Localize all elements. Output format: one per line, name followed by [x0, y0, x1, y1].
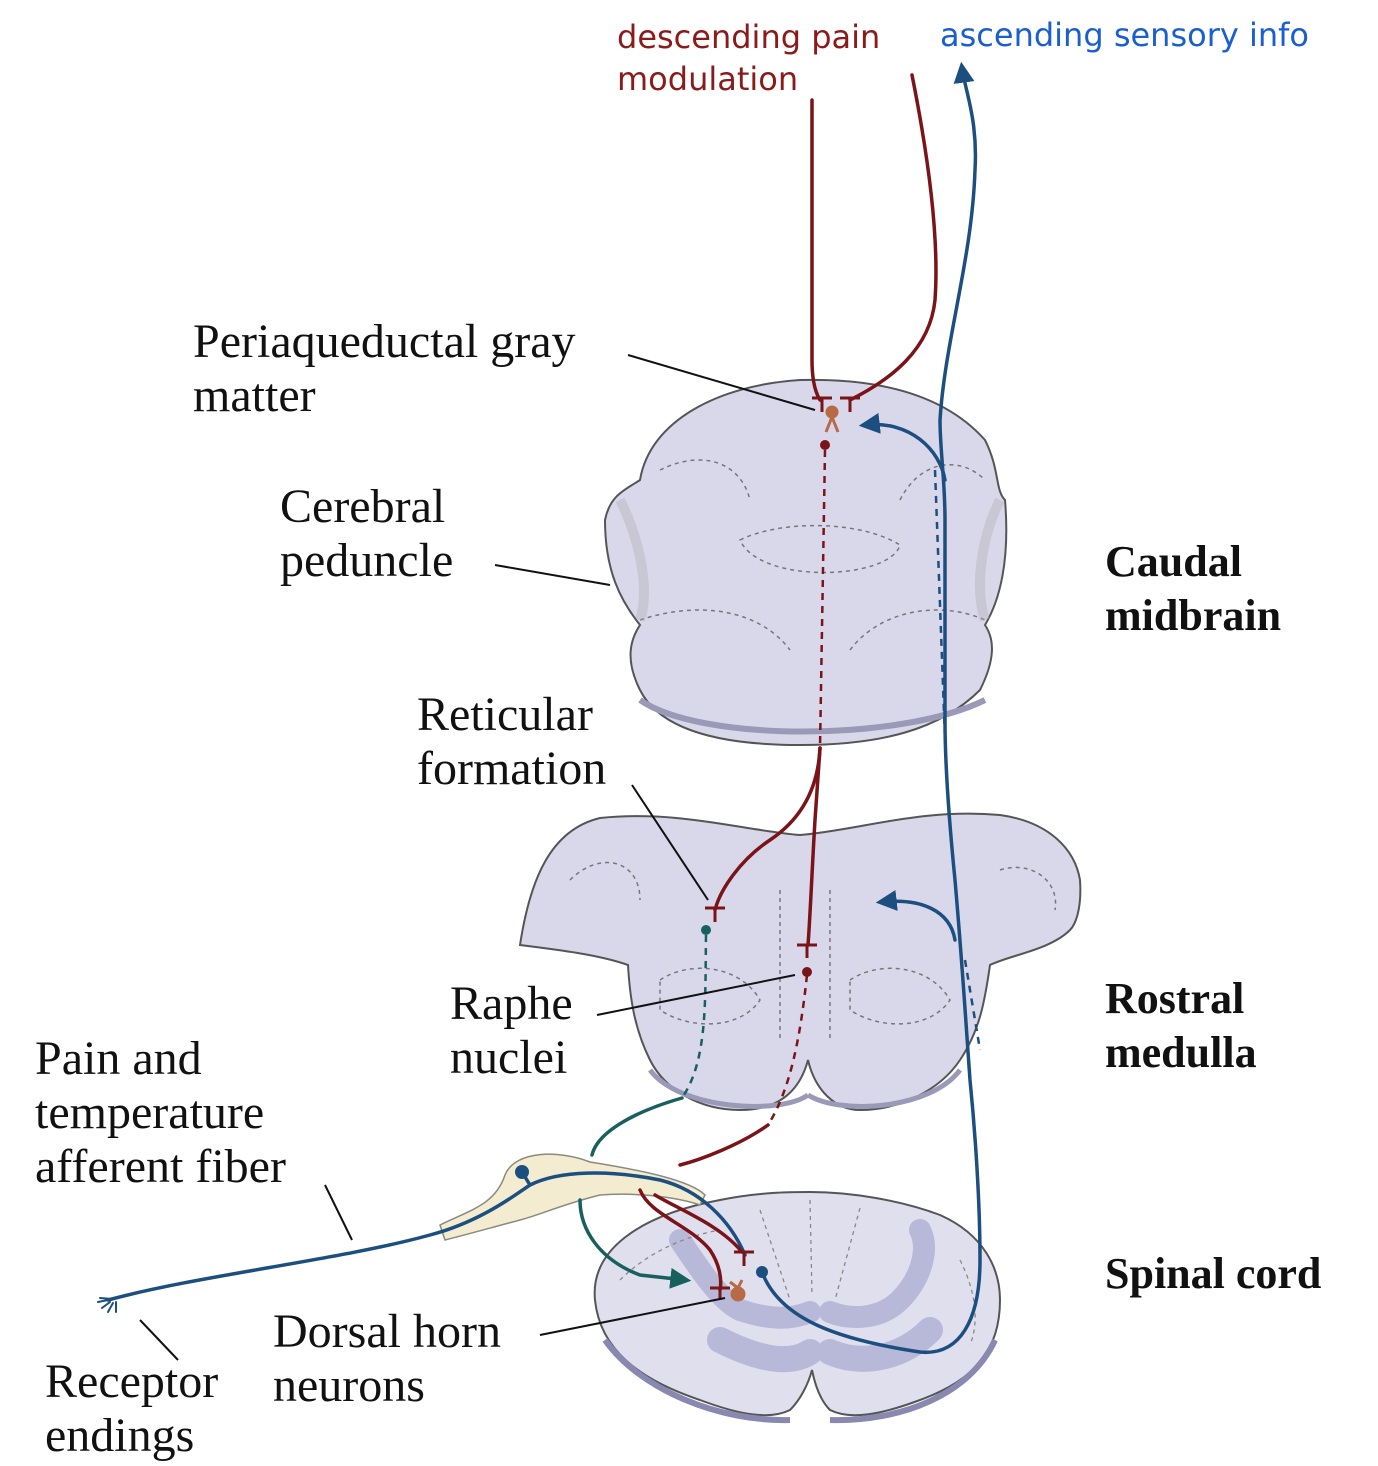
- level-caudal-midbrain: Caudal midbrain: [1105, 535, 1281, 643]
- label-reticular-formation: Reticular formation: [417, 688, 606, 796]
- level-rostral-medulla: Rostral medulla: [1105, 972, 1257, 1080]
- legend-ascending: ascending sensory info: [940, 14, 1309, 56]
- level-spinal-cord: Spinal cord: [1105, 1247, 1321, 1301]
- pag-interneuron: [827, 407, 837, 417]
- label-receptor-endings: Receptor endings: [45, 1355, 218, 1463]
- label-raphe-nuclei: Raphe nuclei: [450, 977, 573, 1085]
- label-dorsal-horn-neurons: Dorsal horn neurons: [273, 1305, 501, 1413]
- dorsal-horn-interneuron: [732, 1288, 744, 1300]
- spinal-cord-section: [595, 1192, 1000, 1420]
- label-periaqueductal-gray: Periaqueductal gray matter: [193, 315, 576, 423]
- label-afferent-fiber: Pain and temperature afferent fiber: [35, 1032, 286, 1194]
- label-cerebral-peduncle: Cerebral peduncle: [280, 480, 453, 588]
- legend-descending: descending pain modulation: [617, 16, 880, 100]
- rostral-medulla-section: [520, 814, 1080, 1110]
